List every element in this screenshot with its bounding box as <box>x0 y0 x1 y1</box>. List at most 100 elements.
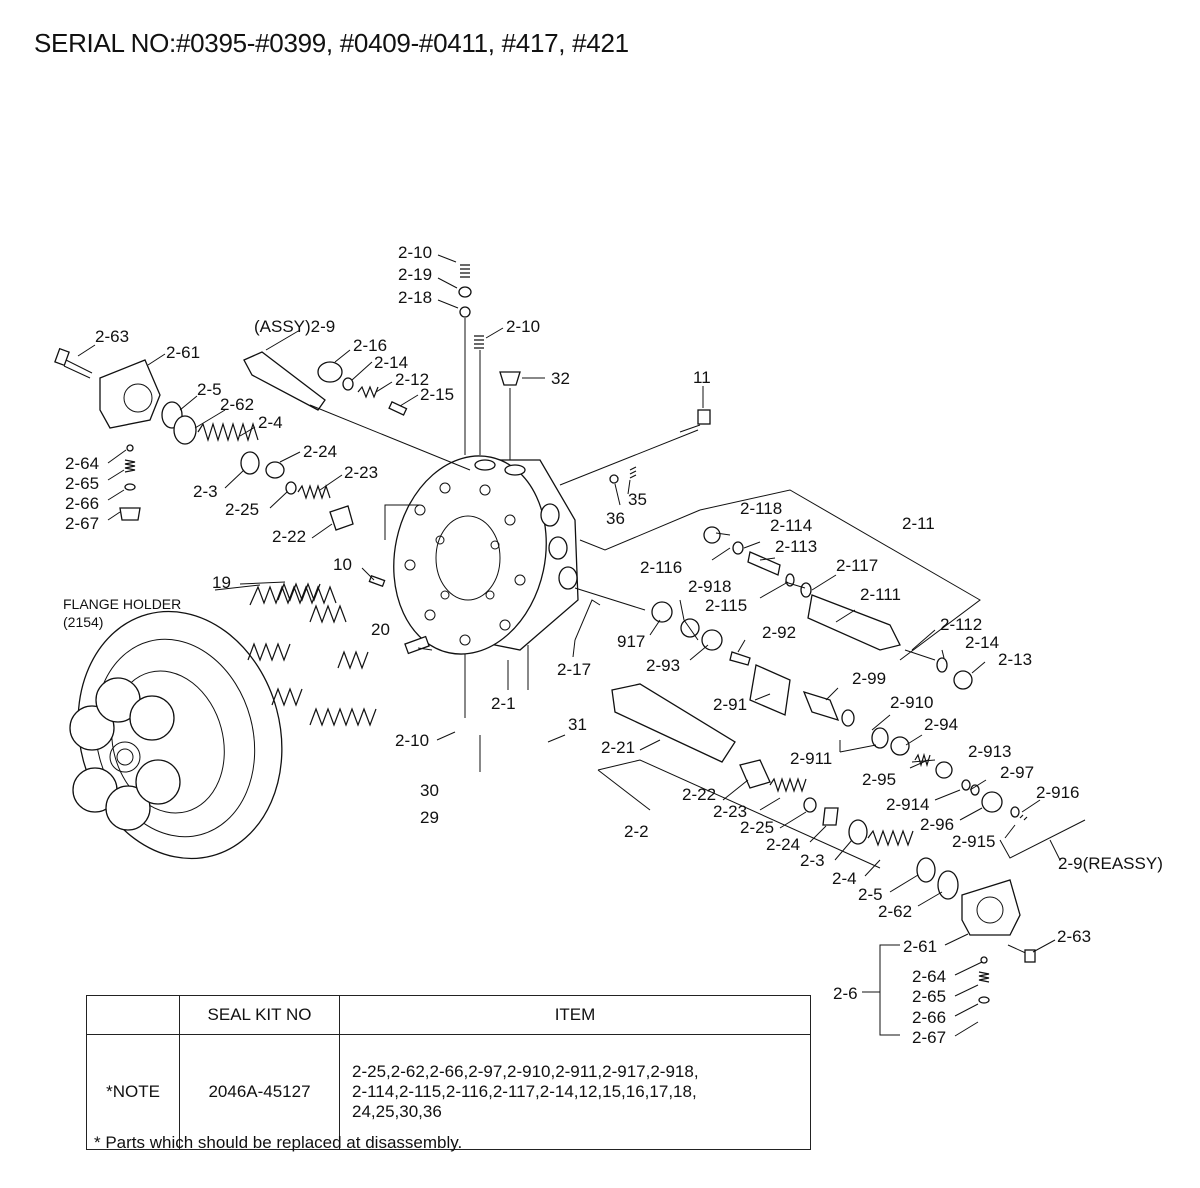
label-2-92: 2-92 <box>762 623 796 642</box>
label-2-918: 2-918 <box>688 577 731 596</box>
label-2-910: 2-910 <box>890 693 933 712</box>
label-2-63: 2-63 <box>1057 927 1091 946</box>
label-2-2: 2-2 <box>624 822 649 841</box>
springs-19 <box>247 582 377 727</box>
label-2-114: 2-114 <box>770 516 812 535</box>
label-2-117: 2-117 <box>836 556 878 575</box>
label-2-22: 2-22 <box>682 785 716 804</box>
label-2-25: 2-25 <box>225 500 259 519</box>
flange-holder-drawing <box>69 610 283 860</box>
label-32: 32 <box>551 369 570 388</box>
items-line: 2-25,2-62,2-66,2-97,2-910,2-911,2-917,2-… <box>352 1062 699 1081</box>
label-2-24: 2-24 <box>766 835 800 854</box>
label-2-6: 2-6 <box>833 984 858 1003</box>
label-2-4: 2-4 <box>832 869 857 888</box>
label-2-21: 2-21 <box>601 738 635 757</box>
label-2-17: 2-17 <box>557 660 591 679</box>
housing-drawing <box>393 455 579 655</box>
footnote: * Parts which should be replaced at disa… <box>94 1133 463 1152</box>
label-2-95: 2-95 <box>862 770 896 789</box>
table-cell-kit-number: 2046A-45127 <box>179 1034 340 1150</box>
label-2-914: 2-914 <box>886 795 929 814</box>
label-2-4: 2-4 <box>258 413 283 432</box>
label-2-5: 2-5 <box>858 885 883 904</box>
label-2-12: 2-12 <box>395 370 429 389</box>
seal-kit-table: SEAL KIT NO ITEM *NOTE 2046A-45127 2-25,… <box>86 995 811 1150</box>
items-line: 2-114,2-115,2-116,2-117,2-14,12,15,16,17… <box>352 1082 697 1101</box>
label-2-13: 2-13 <box>998 650 1032 669</box>
label-2-915: 2-915 <box>952 832 995 851</box>
label-2-112: 2-112 <box>940 615 982 634</box>
label-29: 29 <box>420 808 439 827</box>
label-19: 19 <box>212 573 231 592</box>
label-2-18: 2-18 <box>398 288 432 307</box>
table-header-seal-kit: SEAL KIT NO <box>179 995 340 1035</box>
label-2-115: 2-115 <box>705 596 747 615</box>
label-2-11: 2-11 <box>902 514 935 533</box>
label-2-15: 2-15 <box>420 385 454 404</box>
label-2-14: 2-14 <box>965 633 999 652</box>
label-2-91: 2-91 <box>713 695 747 714</box>
label-20: 20 <box>371 620 390 639</box>
label-2-10: 2-10 <box>506 317 540 336</box>
label-2-5: 2-5 <box>197 380 222 399</box>
label-2-24: 2-24 <box>303 442 337 461</box>
label-2-3: 2-3 <box>800 851 825 870</box>
label-2-65: 2-65 <box>65 474 99 493</box>
left-parts <box>54 347 430 655</box>
label-2-94: 2-94 <box>924 715 958 734</box>
table-cell-items: 2-25,2-62,2-66,2-97,2-910,2-911,2-917,2-… <box>339 1034 811 1150</box>
label-2-64: 2-64 <box>65 454 99 473</box>
lower-right-parts <box>611 683 1036 1004</box>
label-2-22: 2-22 <box>272 527 306 546</box>
label-2-14: 2-14 <box>374 353 408 372</box>
label-2-63: 2-63 <box>95 327 129 346</box>
label-2-96: 2-96 <box>920 815 954 834</box>
label-2-62: 2-62 <box>220 395 254 414</box>
leader-lines <box>77 254 1086 1037</box>
label-2-116: 2-116 <box>640 558 682 577</box>
exploded-parts-diagram: 2-10 2-19 2-18 2-10 2-63 2-61 (ASSY)2-9 … <box>54 243 1163 1037</box>
label-36: 36 <box>606 509 625 528</box>
label-2-67: 2-67 <box>912 1028 947 1047</box>
label-2-113: 2-113 <box>775 537 817 556</box>
label-2-23: 2-23 <box>344 463 378 482</box>
table-header-row: SEAL KIT NO ITEM <box>86 995 811 1035</box>
label-2-93: 2-93 <box>646 656 680 675</box>
label-2-66: 2-66 <box>912 1008 947 1027</box>
label-2-9-reassy: 2-9(REASSY) <box>1058 854 1163 873</box>
label-30: 30 <box>420 781 439 800</box>
label-2-16: 2-16 <box>353 336 387 355</box>
items-line: 24,25,30,36 <box>352 1102 442 1121</box>
label-917: 917 <box>617 632 645 651</box>
label-flange-holder: FLANGE HOLDER <box>63 596 181 612</box>
label-2-61: 2-61 <box>903 937 937 956</box>
label-2-3: 2-3 <box>193 482 218 501</box>
label-2-916: 2-916 <box>1036 783 1079 802</box>
label-11: 11 <box>693 368 711 387</box>
label-2-9-assy: (ASSY)2-9 <box>254 317 335 336</box>
label-2-67: 2-67 <box>65 514 99 533</box>
label-2-99: 2-99 <box>852 669 886 688</box>
label-2-118: 2-118 <box>740 499 782 518</box>
label-2-913: 2-913 <box>968 742 1011 761</box>
label-2-25: 2-25 <box>740 818 774 837</box>
label-2-111: 2-111 <box>860 585 901 604</box>
callout-labels: 2-10 2-19 2-18 2-10 2-63 2-61 (ASSY)2-9 … <box>63 243 1163 1003</box>
label-2-1: 2-1 <box>491 694 516 713</box>
label-10: 10 <box>333 555 352 574</box>
label-2-23: 2-23 <box>713 802 747 821</box>
top-parts <box>458 264 711 486</box>
label-2-64: 2-64 <box>912 967 946 986</box>
label-2-61: 2-61 <box>166 343 200 362</box>
table-header-blank <box>86 995 180 1035</box>
label-2-65: 2-65 <box>912 987 947 1006</box>
label-35: 35 <box>628 490 647 509</box>
label-2-911: 2-911 <box>790 749 832 768</box>
label-2-19: 2-19 <box>398 265 432 284</box>
table-row: *NOTE 2046A-45127 2-25,2-62,2-66,2-97,2-… <box>86 1034 811 1150</box>
label-flange-holder-number: (2154) <box>63 614 103 630</box>
label-2-10: 2-10 <box>398 243 432 262</box>
right-parts <box>651 526 1028 821</box>
label-2-62: 2-62 <box>878 902 912 921</box>
